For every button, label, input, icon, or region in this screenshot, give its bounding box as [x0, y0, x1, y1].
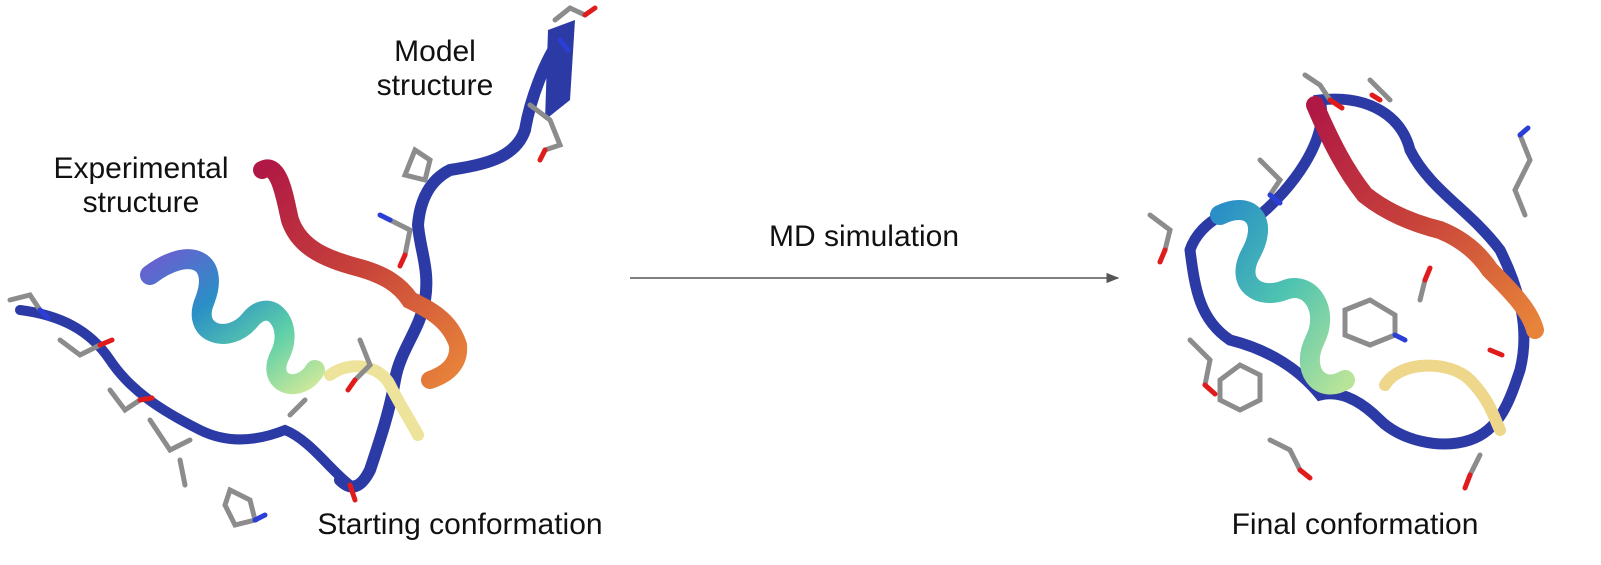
final-helix: [1210, 200, 1355, 395]
oxygen-atoms: [97, 5, 598, 503]
starting-structure: [7, 5, 598, 528]
model-structure-ribbon: [334, 20, 575, 493]
experimental-backbone: [15, 305, 355, 490]
final-red-strand: [1306, 96, 1544, 339]
side-chain-sticks: [7, 5, 588, 528]
experimental-structure-label: Experimental structure: [36, 152, 246, 219]
experimental-helix: [140, 249, 424, 441]
final-structure: [1147, 72, 1544, 491]
md-simulation-label: MD simulation: [768, 220, 960, 253]
experimental-structure-label-line2: structure: [82, 185, 200, 219]
red-strand: [253, 159, 468, 389]
experimental-structure-label-line1: Experimental: [53, 152, 229, 185]
final-conformation-label: Final conformation: [1231, 508, 1479, 541]
model-structure-label: Model structure: [360, 35, 510, 102]
model-structure-label-line2: structure: [376, 68, 494, 102]
final-nitrogen-atoms: [1267, 125, 1531, 343]
final-backbone: [1184, 93, 1530, 450]
final-yellow-turn: [1379, 359, 1506, 436]
starting-conformation-label: Starting conformation: [317, 508, 603, 541]
nitrogen-atoms: [37, 37, 571, 523]
final-side-chain-sticks: [1147, 72, 1533, 478]
model-structure-label-line1: Model: [394, 35, 476, 68]
final-oxygen-atoms: [1157, 92, 1505, 491]
